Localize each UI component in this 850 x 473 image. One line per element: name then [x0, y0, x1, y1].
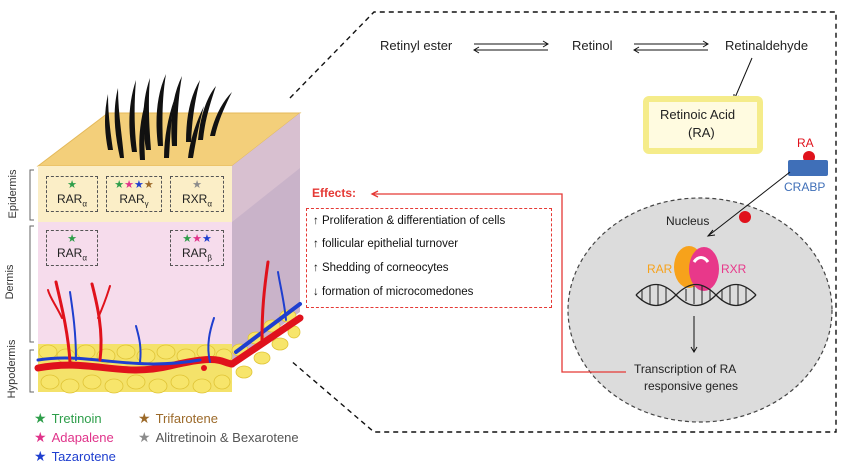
legend-tretinoin: ★ Tretinoin — [34, 410, 102, 427]
legend-tazarotene: ★ Tazarotene — [34, 448, 116, 465]
retinaldehyde-label: Retinaldehyde — [725, 38, 809, 53]
blood-vessels — [34, 260, 304, 374]
effect-item-2: ↑ follicular epithelial turnover — [313, 238, 459, 250]
receptor-name: RAR — [182, 245, 208, 260]
zoom-frame — [289, 11, 837, 433]
transcription-label-line2: responsive genes — [644, 379, 739, 393]
ra-dot-nucleus — [739, 211, 751, 223]
adapalene-star-icon: ★ — [124, 179, 134, 191]
legend-label: Tazarotene — [51, 449, 116, 464]
receptor-subscript: α — [82, 199, 87, 208]
ra-arrow — [707, 171, 791, 237]
tretinoin-star-icon: ★ — [67, 233, 77, 245]
receptor-box-rar-alpha-dermis: ★ RARα — [46, 230, 98, 266]
legend-adapalene: ★ Adapalene — [34, 429, 114, 446]
receptor-subscript: α — [82, 253, 87, 262]
alitretinoin-star-icon: ★ — [138, 429, 151, 445]
layer-brackets — [29, 169, 34, 393]
effects-box: ↑ Proliferation & differentiation of cel… — [306, 208, 552, 308]
retinol-label: Retinol — [572, 38, 613, 53]
receptor-name: RAR — [119, 191, 145, 206]
effects-title: Effects: — [312, 186, 357, 200]
tazarotene-star-icon: ★ — [201, 233, 212, 245]
trifarotene-star-icon: ★ — [143, 179, 154, 191]
nucleus — [567, 197, 833, 423]
dna-helix — [635, 283, 757, 307]
effect-item-3: ↑ Shedding of corneocytes — [313, 262, 449, 274]
receptor-box-rxr-alpha: ★ RXRα — [170, 176, 224, 212]
receptor-name: RAR — [57, 245, 83, 260]
tretinoin-star-icon: ★ — [182, 233, 193, 245]
tazarotene-star-icon: ★ — [34, 448, 47, 464]
retinyl-ester-label: Retinyl ester — [380, 38, 453, 53]
crabp-label: CRABP — [784, 180, 826, 194]
nucleus-label: Nucleus — [666, 214, 710, 228]
legend-alitretinoin-bexarotene: ★ Alitretinoin & Bexarotene — [138, 429, 299, 446]
receptor-name: RAR — [57, 191, 83, 206]
pathway-arrows — [473, 40, 753, 102]
legend-trifarotene: ★ Trifarotene — [138, 410, 218, 427]
tazarotene-star-icon: ★ — [134, 179, 144, 191]
adapalene-star-icon: ★ — [192, 233, 202, 245]
dermis-label: Dermis — [4, 264, 16, 300]
effect-item-4: ↓ formation of microcomedones — [313, 286, 474, 298]
alitretinoin-star-icon: ★ — [192, 179, 202, 191]
receptor-subscript: γ — [144, 199, 149, 208]
receptor-box-rar-beta: ★★★ RARβ — [170, 230, 224, 266]
receptor-box-rar-alpha-epidermis: ★ RARα — [46, 176, 98, 212]
epidermis-label: Epidermis — [7, 169, 19, 219]
retinoic-acid-glow — [643, 96, 763, 154]
tretinoin-star-icon: ★ — [34, 410, 47, 426]
receptor-box-rar-gamma: ★★★★ RARγ — [106, 176, 162, 212]
hair-strands — [105, 74, 232, 160]
retinoic-acid-label: Retinoic Acid — [660, 107, 736, 122]
receptor-subscript: α — [207, 199, 212, 208]
tretinoin-star-icon: ★ — [67, 179, 77, 191]
effects-connector — [372, 193, 626, 373]
dermis-front — [38, 222, 232, 344]
receptor-subscript: β — [207, 253, 212, 262]
legend-label: Tretinoin — [51, 411, 102, 426]
trifarotene-star-icon: ★ — [138, 410, 151, 426]
effect-item-1: ↑ Proliferation & differentiation of cel… — [313, 215, 506, 227]
retinoic-acid-abbrev: (RA) — [688, 125, 715, 140]
adapalene-star-icon: ★ — [34, 429, 47, 445]
skin-side-epidermis — [232, 113, 300, 222]
legend-label: Trifarotene — [155, 411, 218, 426]
transcription-label-line1: Transcription of RA — [634, 362, 737, 376]
legend-label: Adapalene — [51, 430, 114, 445]
tretinoin-star-icon: ★ — [114, 179, 125, 191]
ra-label: RA — [797, 136, 814, 150]
rar-label: RAR — [647, 262, 673, 276]
receptor-name: RXR — [182, 191, 208, 206]
hypodermis-label: Hypodermis — [6, 339, 18, 399]
crabp-block — [788, 160, 828, 176]
rxr-label: RXR — [721, 262, 747, 276]
epidermis-front — [38, 166, 232, 222]
legend-label: Alitretinoin & Bexarotene — [155, 430, 299, 445]
